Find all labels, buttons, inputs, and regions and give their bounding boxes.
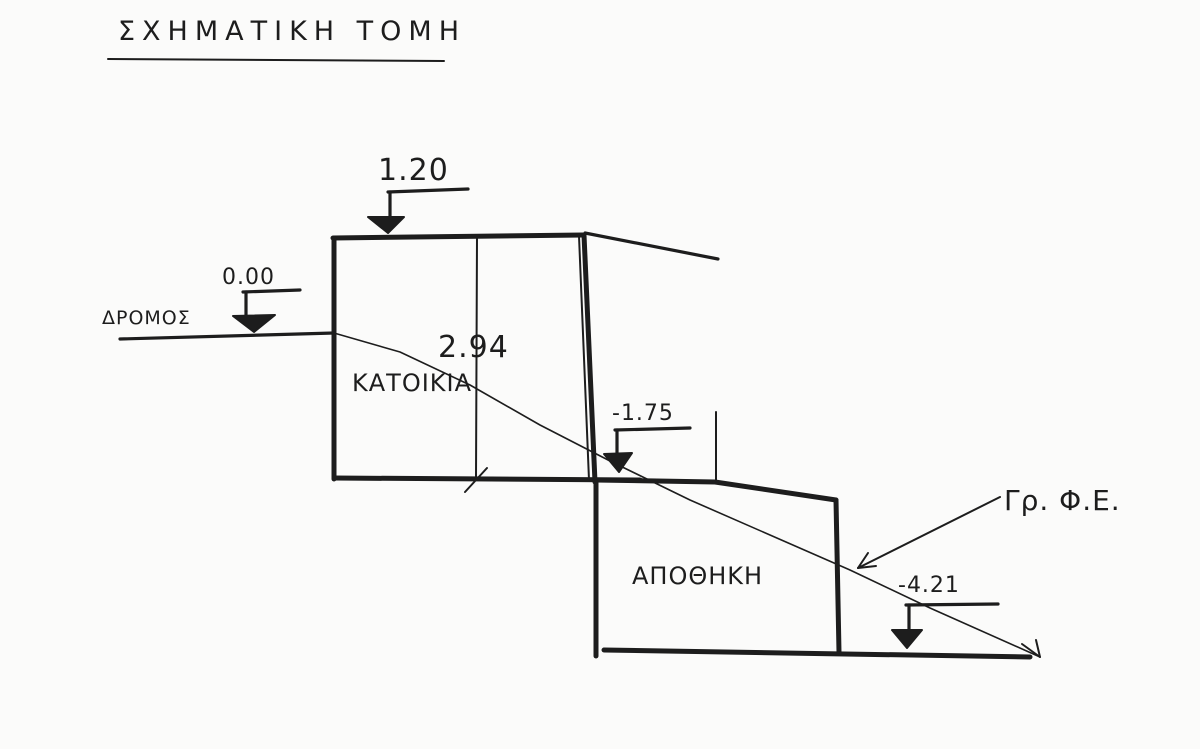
height-dimension-line	[475, 236, 478, 479]
roof-level-marker-icon	[367, 216, 405, 234]
lower-floor-level-label: -1.75	[612, 401, 674, 426]
roof-level-leader	[386, 187, 470, 194]
lower-roof-slope	[712, 479, 839, 503]
road-level-leader	[241, 288, 302, 294]
ground-arrow-head-b	[1035, 639, 1041, 658]
rear-ground-slope	[583, 231, 720, 261]
ground-line-leader	[857, 496, 1001, 569]
roof-level-label: 1.20	[378, 153, 449, 188]
drawing-title: ΣΧΗΜΑΤΙΚΗ ΤΟΜΗ	[118, 16, 466, 47]
road-line	[118, 331, 336, 341]
title-underline	[107, 58, 445, 62]
lower-floor-line	[601, 647, 1033, 660]
room-label-upper: ΚΑΤΟΙΚΙΑ	[352, 369, 472, 397]
ground-leader-arrow-head-b	[857, 552, 869, 569]
ground-line-label: Γρ. Φ.Ε.	[1004, 484, 1121, 517]
road-label: ΔΡΟΜΟΣ	[102, 307, 191, 329]
road-level-label: 0.00	[222, 265, 275, 290]
ground-arrow-head-a	[1021, 643, 1041, 658]
ground-leader-arrow-head-a	[857, 565, 877, 569]
lower-right-wall	[833, 497, 842, 655]
middle-wall	[581, 232, 598, 485]
road-level-marker-icon	[232, 314, 276, 333]
lower-floor-level-marker-icon	[603, 452, 633, 473]
lower-roof-line	[592, 477, 718, 485]
upper-roof-line	[330, 232, 586, 241]
lower-floor-level-leader	[613, 426, 692, 432]
room-label-lower: ΑΠΟΘΗΚΗ	[632, 562, 763, 590]
height-dimension-tick	[464, 467, 488, 493]
middle-wall-inner	[578, 235, 590, 481]
bottom-level-marker-icon	[891, 629, 923, 649]
bottom-level-label: -4.21	[898, 573, 960, 598]
height-dimension-label: 2.94	[438, 330, 509, 365]
bottom-level-leader	[904, 602, 1000, 607]
